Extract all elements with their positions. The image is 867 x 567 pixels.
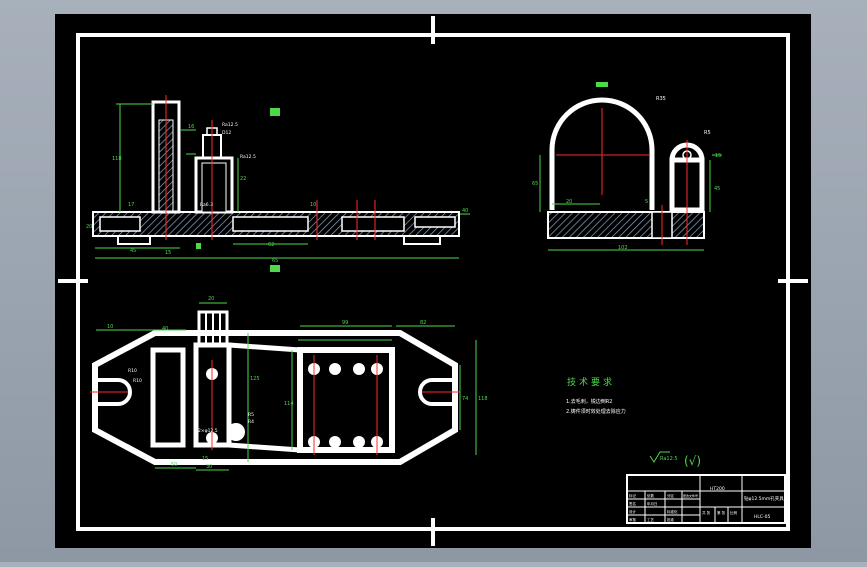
dim-front-17: 17: [128, 202, 134, 208]
side-base-section: [547, 211, 705, 239]
dim-top-hole: 2×φ12.5: [198, 428, 218, 434]
title-material: HT200: [710, 486, 725, 492]
front-view: 118 20 17 45 15 62 65 16 22 10 40 Ra12.5…: [86, 95, 470, 272]
title-cell-scale: 比例: [730, 510, 738, 515]
dim-top-r5: R5: [248, 412, 254, 418]
title-cell-sign: 签名: [629, 501, 636, 506]
dim-front-22: 22: [240, 176, 246, 182]
roughness-front-b: Ra12.5: [240, 154, 256, 160]
dim-top-r10-a: R10: [128, 368, 137, 374]
dim-front-height: 118: [112, 156, 122, 162]
dim-top-50: 50: [171, 462, 177, 468]
title-cell-count: 处数: [647, 493, 655, 498]
title-part-name: 钻φ12.5mm孔夹具体: [744, 495, 789, 502]
side-view: 65 15 45 20 102 5 R35 R5: [532, 82, 722, 251]
title-cell-review: 审核: [629, 517, 637, 522]
tech-req-title: 技术要求: [567, 376, 615, 388]
roughness-front-c: Ra6.3: [200, 202, 213, 208]
title-block: [626, 474, 786, 524]
dim-front-40: 40: [462, 208, 468, 214]
dim-front-65: 65: [272, 258, 278, 264]
surface-finish-value: Ra12.5: [660, 456, 678, 462]
dim-top-r4: R4: [248, 419, 254, 425]
dim-front-15: 15: [165, 250, 171, 256]
dim-top-114: 114: [284, 401, 294, 407]
dim-side-45: 45: [714, 186, 720, 192]
dim-top-125: 125: [250, 376, 260, 382]
roughness-front-a: Ra12.5: [222, 122, 238, 128]
dim-top-40: 40: [162, 326, 168, 332]
dim-top-82: 82: [420, 320, 426, 326]
side-arch: [549, 97, 655, 210]
dim-front-10: 10: [310, 202, 316, 208]
dim-top-15: 15: [202, 456, 208, 462]
dim-top-10: 10: [107, 324, 113, 330]
dim-top-r10-b: R10: [133, 378, 142, 384]
dim-side-r35: R35: [656, 96, 666, 102]
dim-front-16: 16: [188, 124, 194, 130]
title-cell-zone: 分区: [667, 493, 675, 498]
title-cell-sheet-no: 第 张: [717, 510, 726, 515]
title-cell-mark: 标记: [629, 493, 637, 498]
title-cell-process: 工艺: [647, 517, 655, 522]
top-view: 20 10 99 82 50 30 15 118 114 74 40 125 R…: [90, 296, 488, 471]
title-drawing-no: HLC-05: [754, 514, 771, 520]
title-cell-design: 设计: [629, 509, 637, 514]
top-hole-plate: [297, 347, 395, 453]
surface-finish: Ra12.5 (√): [649, 451, 701, 468]
dim-top-99: 99: [342, 320, 348, 326]
dim-side-15: 15: [715, 153, 721, 159]
dim-side-20: 20: [566, 199, 572, 205]
technical-notes: 技术要求 1.去毛刺，锐边倒R2 2.铸件须时效处理去除应力: [566, 376, 626, 415]
dim-front-45: 45: [130, 248, 136, 254]
dim-side-5: 5: [645, 199, 648, 205]
finish-check-symbol: (√): [684, 454, 701, 468]
dim-side-r5: R5: [704, 130, 711, 136]
dim-front-thickness: 20: [86, 224, 92, 230]
title-cell-sheets: 共 张: [702, 510, 711, 515]
top-outline: [92, 330, 458, 465]
dim-front-62: 62: [268, 242, 274, 248]
label-front-d12: D12: [222, 130, 231, 136]
title-cell-approve: 批准: [667, 517, 675, 522]
dim-side-65: 65: [532, 181, 538, 187]
title-cell-change: 更改文件号: [683, 493, 698, 498]
dim-top-20: 20: [208, 296, 214, 302]
tech-req-item-2: 2.铸件须时效处理去除应力: [566, 408, 626, 415]
title-cell-standard: 标准化: [667, 509, 678, 514]
dim-side-102: 102: [618, 245, 628, 251]
title-cell-date: 年月日: [647, 501, 658, 506]
dim-top-30: 30: [206, 464, 212, 470]
dim-top-118: 118: [478, 396, 488, 402]
dim-top-74: 74: [462, 396, 468, 402]
tech-req-item-1: 1.去毛刺，锐边倒R2: [566, 398, 612, 405]
centering-marks: [58, 16, 808, 546]
